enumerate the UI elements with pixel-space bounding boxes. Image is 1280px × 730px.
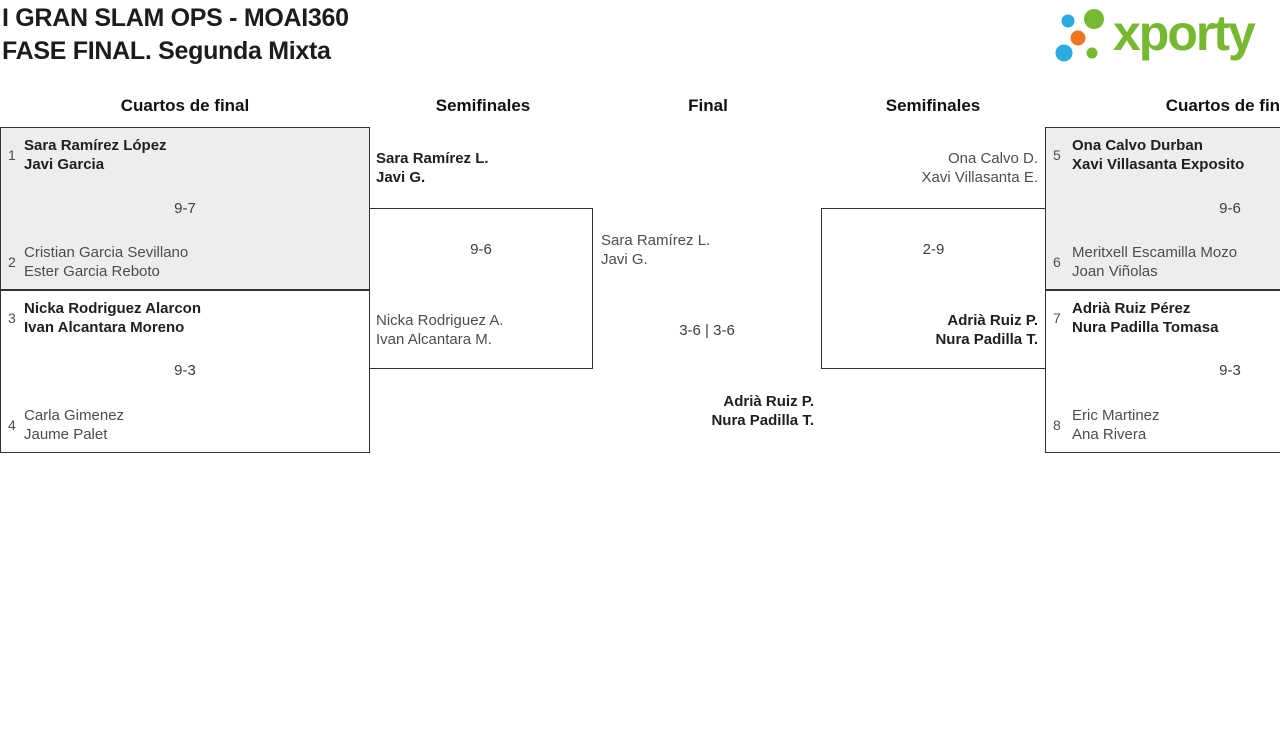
seed-number: 8 <box>1053 417 1061 433</box>
player-name: Adrià Ruiz P. <box>947 312 1038 329</box>
team-name: Adrià Ruiz P. Nura Padilla T. <box>711 392 814 430</box>
team-name: Adrià Ruiz P. Nura Padilla T. <box>935 311 1038 349</box>
team-name: Carla Gimenez Jaume Palet <box>24 406 124 444</box>
player-name: Nura Padilla T. <box>935 331 1038 348</box>
player-name: Xavi Villasanta Exposito <box>1072 156 1245 173</box>
xporty-logo-text: xporty <box>1113 5 1256 61</box>
player-name: Eric Martinez <box>1072 407 1160 424</box>
player-name: Nicka Rodriguez Alarcon <box>24 300 201 317</box>
match-score: 9-6 <box>470 241 492 258</box>
team-name: Sara Ramírez López Javi Garcia <box>24 136 167 174</box>
team-name: Ona Calvo Durban Xavi Villasanta Exposit… <box>1072 136 1244 174</box>
match-score: 2-9 <box>922 241 945 258</box>
round-header-quarterfinals-left: Cuartos de final <box>120 96 250 115</box>
player-name: Cristian Garcia Sevillano <box>24 244 189 261</box>
team-name: Cristian Garcia Sevillano Ester Garcia R… <box>24 243 188 281</box>
team-name: Adrià Ruiz Pérez Nura Padilla Tomasa <box>1072 299 1218 337</box>
match-score: 9-3 <box>174 362 196 379</box>
player-name: Ester Garcia Reboto <box>24 263 160 280</box>
seed-number: 5 <box>1053 147 1061 163</box>
player-name: Ona Calvo D. <box>947 150 1038 167</box>
seed-number: 6 <box>1053 254 1061 270</box>
player-name: Nura Padilla T. <box>711 412 814 429</box>
player-name: Nicka Rodriguez A. <box>376 312 504 329</box>
tournament-subtitle: FASE FINAL. Segunda Mixta <box>2 37 331 65</box>
round-header-quarterfinals-right: Cuartos de final <box>1165 96 1280 115</box>
player-name: Ivan Alcantara M. <box>376 331 492 348</box>
match-score: 9-6 <box>1219 200 1241 217</box>
player-name: Jaume Palet <box>24 426 108 443</box>
player-name: Adrià Ruiz P. <box>723 393 814 410</box>
seed-number: 4 <box>8 417 16 433</box>
round-header-semifinals-left: Semifinales <box>435 96 531 115</box>
player-name: Nura Padilla Tomasa <box>1072 319 1219 336</box>
player-name: Javi G. <box>376 169 426 186</box>
tournament-title: I GRAN SLAM OPS - MOAI360 <box>2 4 349 32</box>
match-box-qf3 <box>1045 127 1280 290</box>
match-score: 9-7 <box>174 200 196 217</box>
player-name: Ona Calvo Durban <box>1072 137 1203 154</box>
round-header-final: Final <box>688 96 728 115</box>
team-name: Nicka Rodriguez A. Ivan Alcantara M. <box>376 311 504 349</box>
team-name: Sara Ramírez L. Javi G. <box>376 149 489 187</box>
team-name: Sara Ramírez L. Javi G. <box>601 231 710 269</box>
match-box-sf1 <box>369 208 593 369</box>
player-name: Meritxell Escamilla Mozo <box>1072 244 1238 261</box>
player-name: Sara Ramírez López <box>24 137 167 154</box>
team-name: Nicka Rodriguez Alarcon Ivan Alcantara M… <box>24 299 201 337</box>
team-name: Meritxell Escamilla Mozo Joan Viñolas <box>1072 243 1237 281</box>
player-name: Joan Viñolas <box>1072 263 1158 280</box>
player-name: Javi G. <box>601 251 648 268</box>
seed-number: 3 <box>8 310 16 326</box>
player-name: Xavi Villasanta E. <box>921 169 1038 186</box>
team-name: Eric Martinez Ana Rivera <box>1072 406 1160 444</box>
tournament-title-block: I GRAN SLAM OPS - MOAI360 FASE FINAL. Se… <box>2 2 349 68</box>
seed-number: 2 <box>8 254 16 270</box>
xporty-logo[interactable]: xporty <box>1045 0 1280 75</box>
seed-number: 7 <box>1053 310 1061 326</box>
match-box-qf2 <box>0 290 370 453</box>
match-score: 9-3 <box>1219 362 1241 379</box>
match-score: 3-6 | 3-6 <box>679 322 735 339</box>
seed-number: 1 <box>8 147 16 163</box>
player-name: Adrià Ruiz Pérez <box>1072 300 1191 317</box>
match-box-qf4 <box>1045 290 1280 453</box>
player-name: Javi Garcia <box>24 156 105 173</box>
player-name: Carla Gimenez <box>24 407 125 424</box>
player-name: Ivan Alcantara Moreno <box>24 319 185 336</box>
player-name: Sara Ramírez L. <box>601 232 711 249</box>
player-name: Ana Rivera <box>1072 426 1147 443</box>
round-header-semifinals-right: Semifinales <box>885 96 981 115</box>
match-box-qf1 <box>0 127 370 290</box>
team-name: Ona Calvo D. Xavi Villasanta E. <box>922 149 1038 187</box>
match-box-sf2 <box>821 208 1046 369</box>
player-name: Sara Ramírez L. <box>376 150 489 167</box>
xporty-dots-icon <box>1055 9 1104 62</box>
